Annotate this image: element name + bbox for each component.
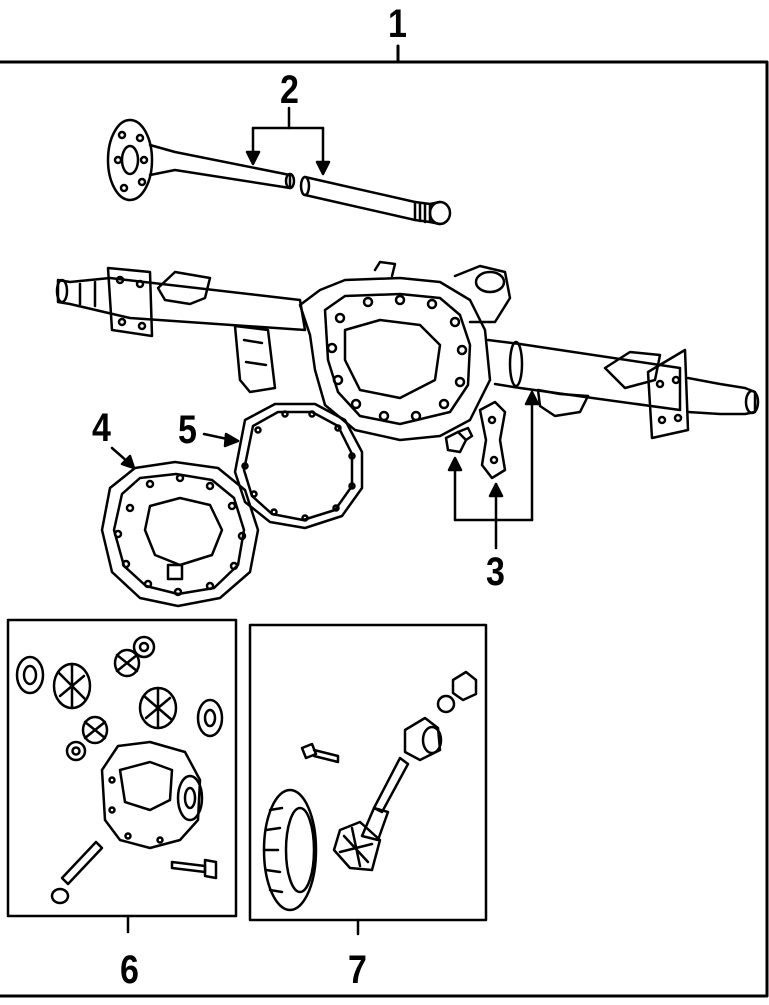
ring-pinion-kit-box xyxy=(248,623,488,936)
callout-5-leader xyxy=(202,432,240,448)
axle-housing xyxy=(55,260,760,442)
differential-cover xyxy=(100,460,260,608)
callout-3: 3 xyxy=(486,550,505,594)
callout-3-leader xyxy=(447,390,540,550)
assembly-frame xyxy=(0,44,769,998)
differential-kit-box xyxy=(6,618,238,934)
callout-2: 2 xyxy=(280,68,299,112)
callout-2-leader xyxy=(245,106,331,176)
axle-shafts xyxy=(106,118,452,226)
callout-6: 6 xyxy=(120,948,139,992)
callout-1: 1 xyxy=(388,2,407,46)
callout-5: 5 xyxy=(178,408,197,452)
cover-gasket xyxy=(233,402,364,530)
callout-4-leader xyxy=(110,446,136,470)
vent-bolt-and-strap xyxy=(444,400,507,480)
callout-4: 4 xyxy=(92,406,111,450)
callout-7: 7 xyxy=(348,948,367,992)
